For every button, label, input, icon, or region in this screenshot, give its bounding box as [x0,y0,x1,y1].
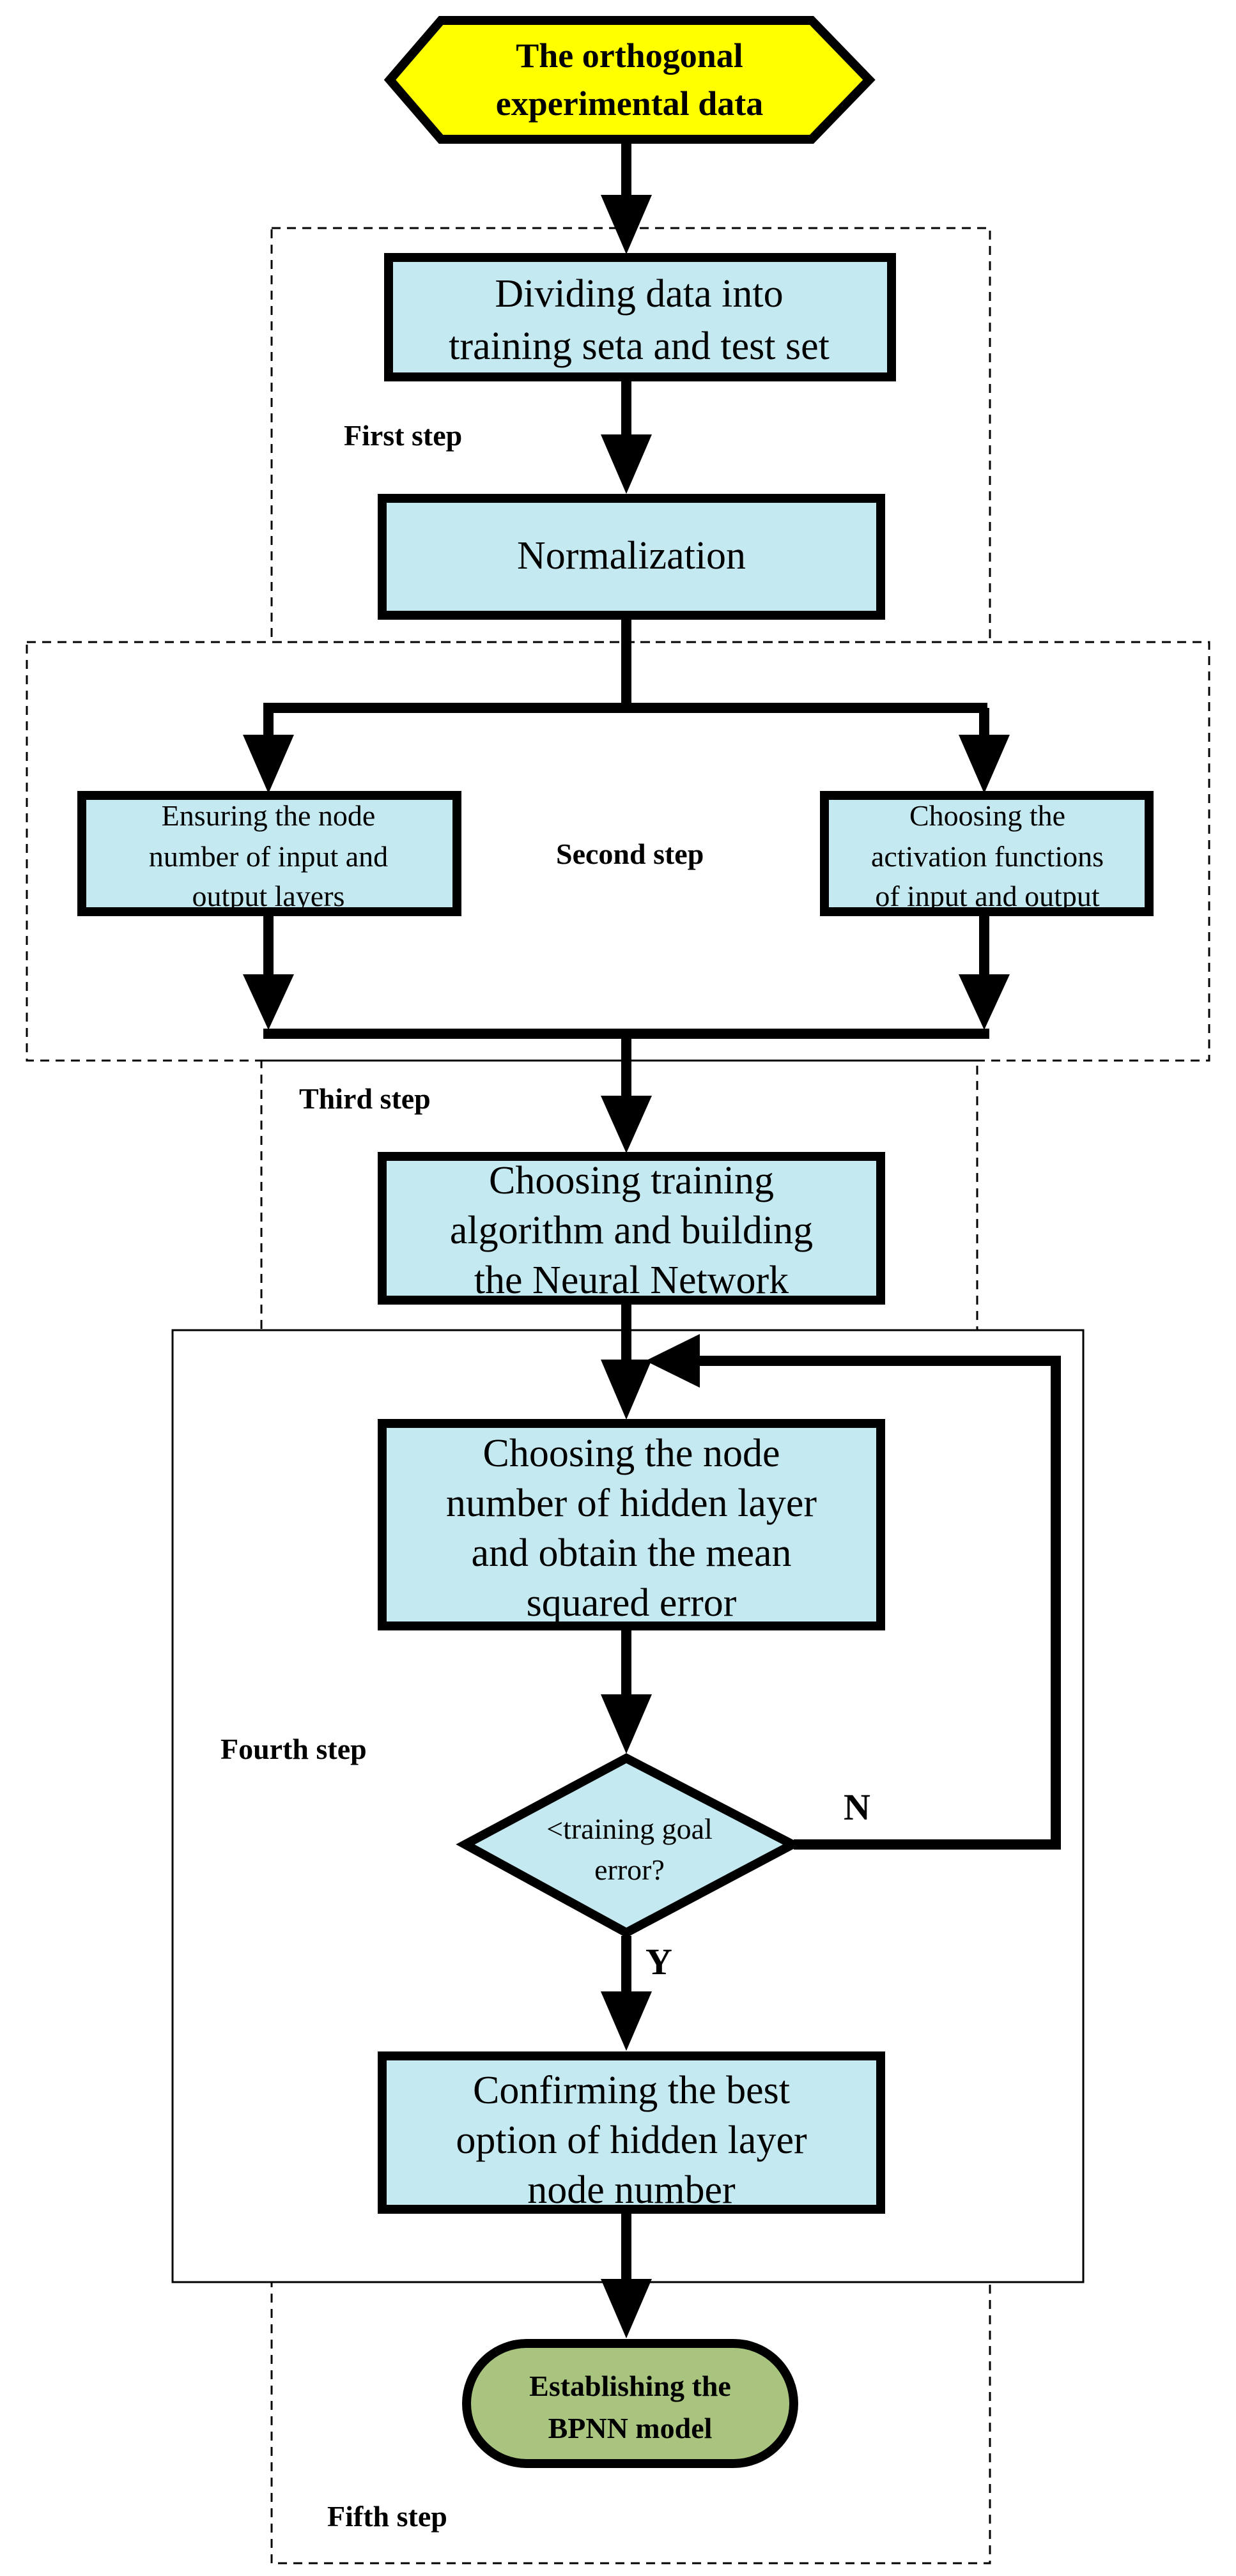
hidden-nodes-node: Choosing the node number of hidden layer… [378,1419,885,1630]
confirm-node: Confirming the best option of hidden lay… [378,2051,885,2214]
divide-data-node: Dividing data into training seta and tes… [384,253,896,381]
arrowhead-activation [959,735,1010,793]
decision-line-1: <training goal [546,1813,713,1845]
hidden-nodes-line-2: number of hidden layer [446,1482,817,1525]
loop-back-no [700,1356,1061,1850]
branch-yes-label: Y [645,1941,672,1982]
second-step-region [26,641,1210,1062]
training-algorithm-box [378,1152,885,1305]
hidden-nodes-line-4: squared error [527,1581,737,1625]
arrowhead-hidden [601,1360,652,1420]
second-step-label: Second step [556,838,704,870]
ensure-nodes-line-2: number of input and [149,840,388,873]
activation-line-2: activation functions [871,840,1104,873]
arrowhead-training [601,1096,652,1153]
activation-box [820,791,1154,916]
training-algorithm-line-2: algorithm and building [450,1209,813,1252]
ensure-nodes-node: Ensuring the node number of input and ou… [77,791,461,916]
fourth-step-label: Fourth step [220,1733,367,1765]
arrowhead-decision [601,1694,652,1754]
arrowhead-ensure-nodes [243,735,294,793]
start-node-line-1: The orthogonal [516,36,743,75]
activation-node: Choosing the activation functions of inp… [820,791,1154,916]
arrowhead-divide [601,195,652,254]
arrowhead-confirm [601,1991,652,2051]
confirm-line-3: node number [527,2168,736,2212]
decision-shape [456,1753,803,1938]
normalization-text: Normalization [517,534,746,578]
confirm-line-2: option of hidden layer [456,2119,807,2162]
end-node-line-2: BPNN model [548,2412,713,2444]
confirm-box [378,2051,885,2214]
arrowhead-loop [645,1334,700,1388]
hidden-nodes-box [378,1419,885,1630]
divide-data-line-1: Dividing data into [495,272,783,316]
connectors [243,144,1061,2338]
ensure-nodes-box [77,791,461,916]
training-algorithm-node: Choosing training algorithm and building… [378,1152,885,1305]
training-algorithm-line-1: Choosing training [489,1159,774,1202]
first-step-label: First step [344,419,462,452]
start-node-line-2: experimental data [496,84,763,123]
decision-node: <training goal error? [456,1753,803,1938]
arrowhead-merge-right [959,974,1010,1030]
activation-line-3: of input and output [875,880,1100,912]
ensure-nodes-line-3: output layers [192,880,345,912]
end-node-shape [462,2339,798,2468]
hidden-nodes-line-1: Choosing the node [483,1432,780,1475]
training-algorithm-line-3: the Neural Network [474,1259,789,1302]
hidden-nodes-line-3: and obtain the mean [472,1531,792,1575]
divide-data-box [384,253,896,381]
fifth-step-label: Fifth step [327,2500,447,2533]
arrowhead-merge-left [243,974,294,1030]
third-step-label: Third step [299,1082,431,1115]
arrowhead-normalize [601,434,652,494]
arrowhead-end [601,2279,652,2338]
branch-no-label: N [844,1786,870,1828]
decision-line-2: error? [594,1853,665,1886]
activation-line-1: Choosing the [909,799,1065,832]
end-node-line-1: Establishing the [529,2370,731,2402]
start-node: The orthogonal experimental data [383,16,876,144]
start-node-shape [383,16,876,144]
end-node: Establishing the BPNN model [462,2339,798,2468]
divide-data-line-2: training seta and test set [449,325,830,368]
ensure-nodes-line-1: Ensuring the node [162,799,376,832]
confirm-line-1: Confirming the best [473,2069,790,2112]
normalization-node: Normalization [378,494,885,620]
normalization-box [378,494,885,620]
